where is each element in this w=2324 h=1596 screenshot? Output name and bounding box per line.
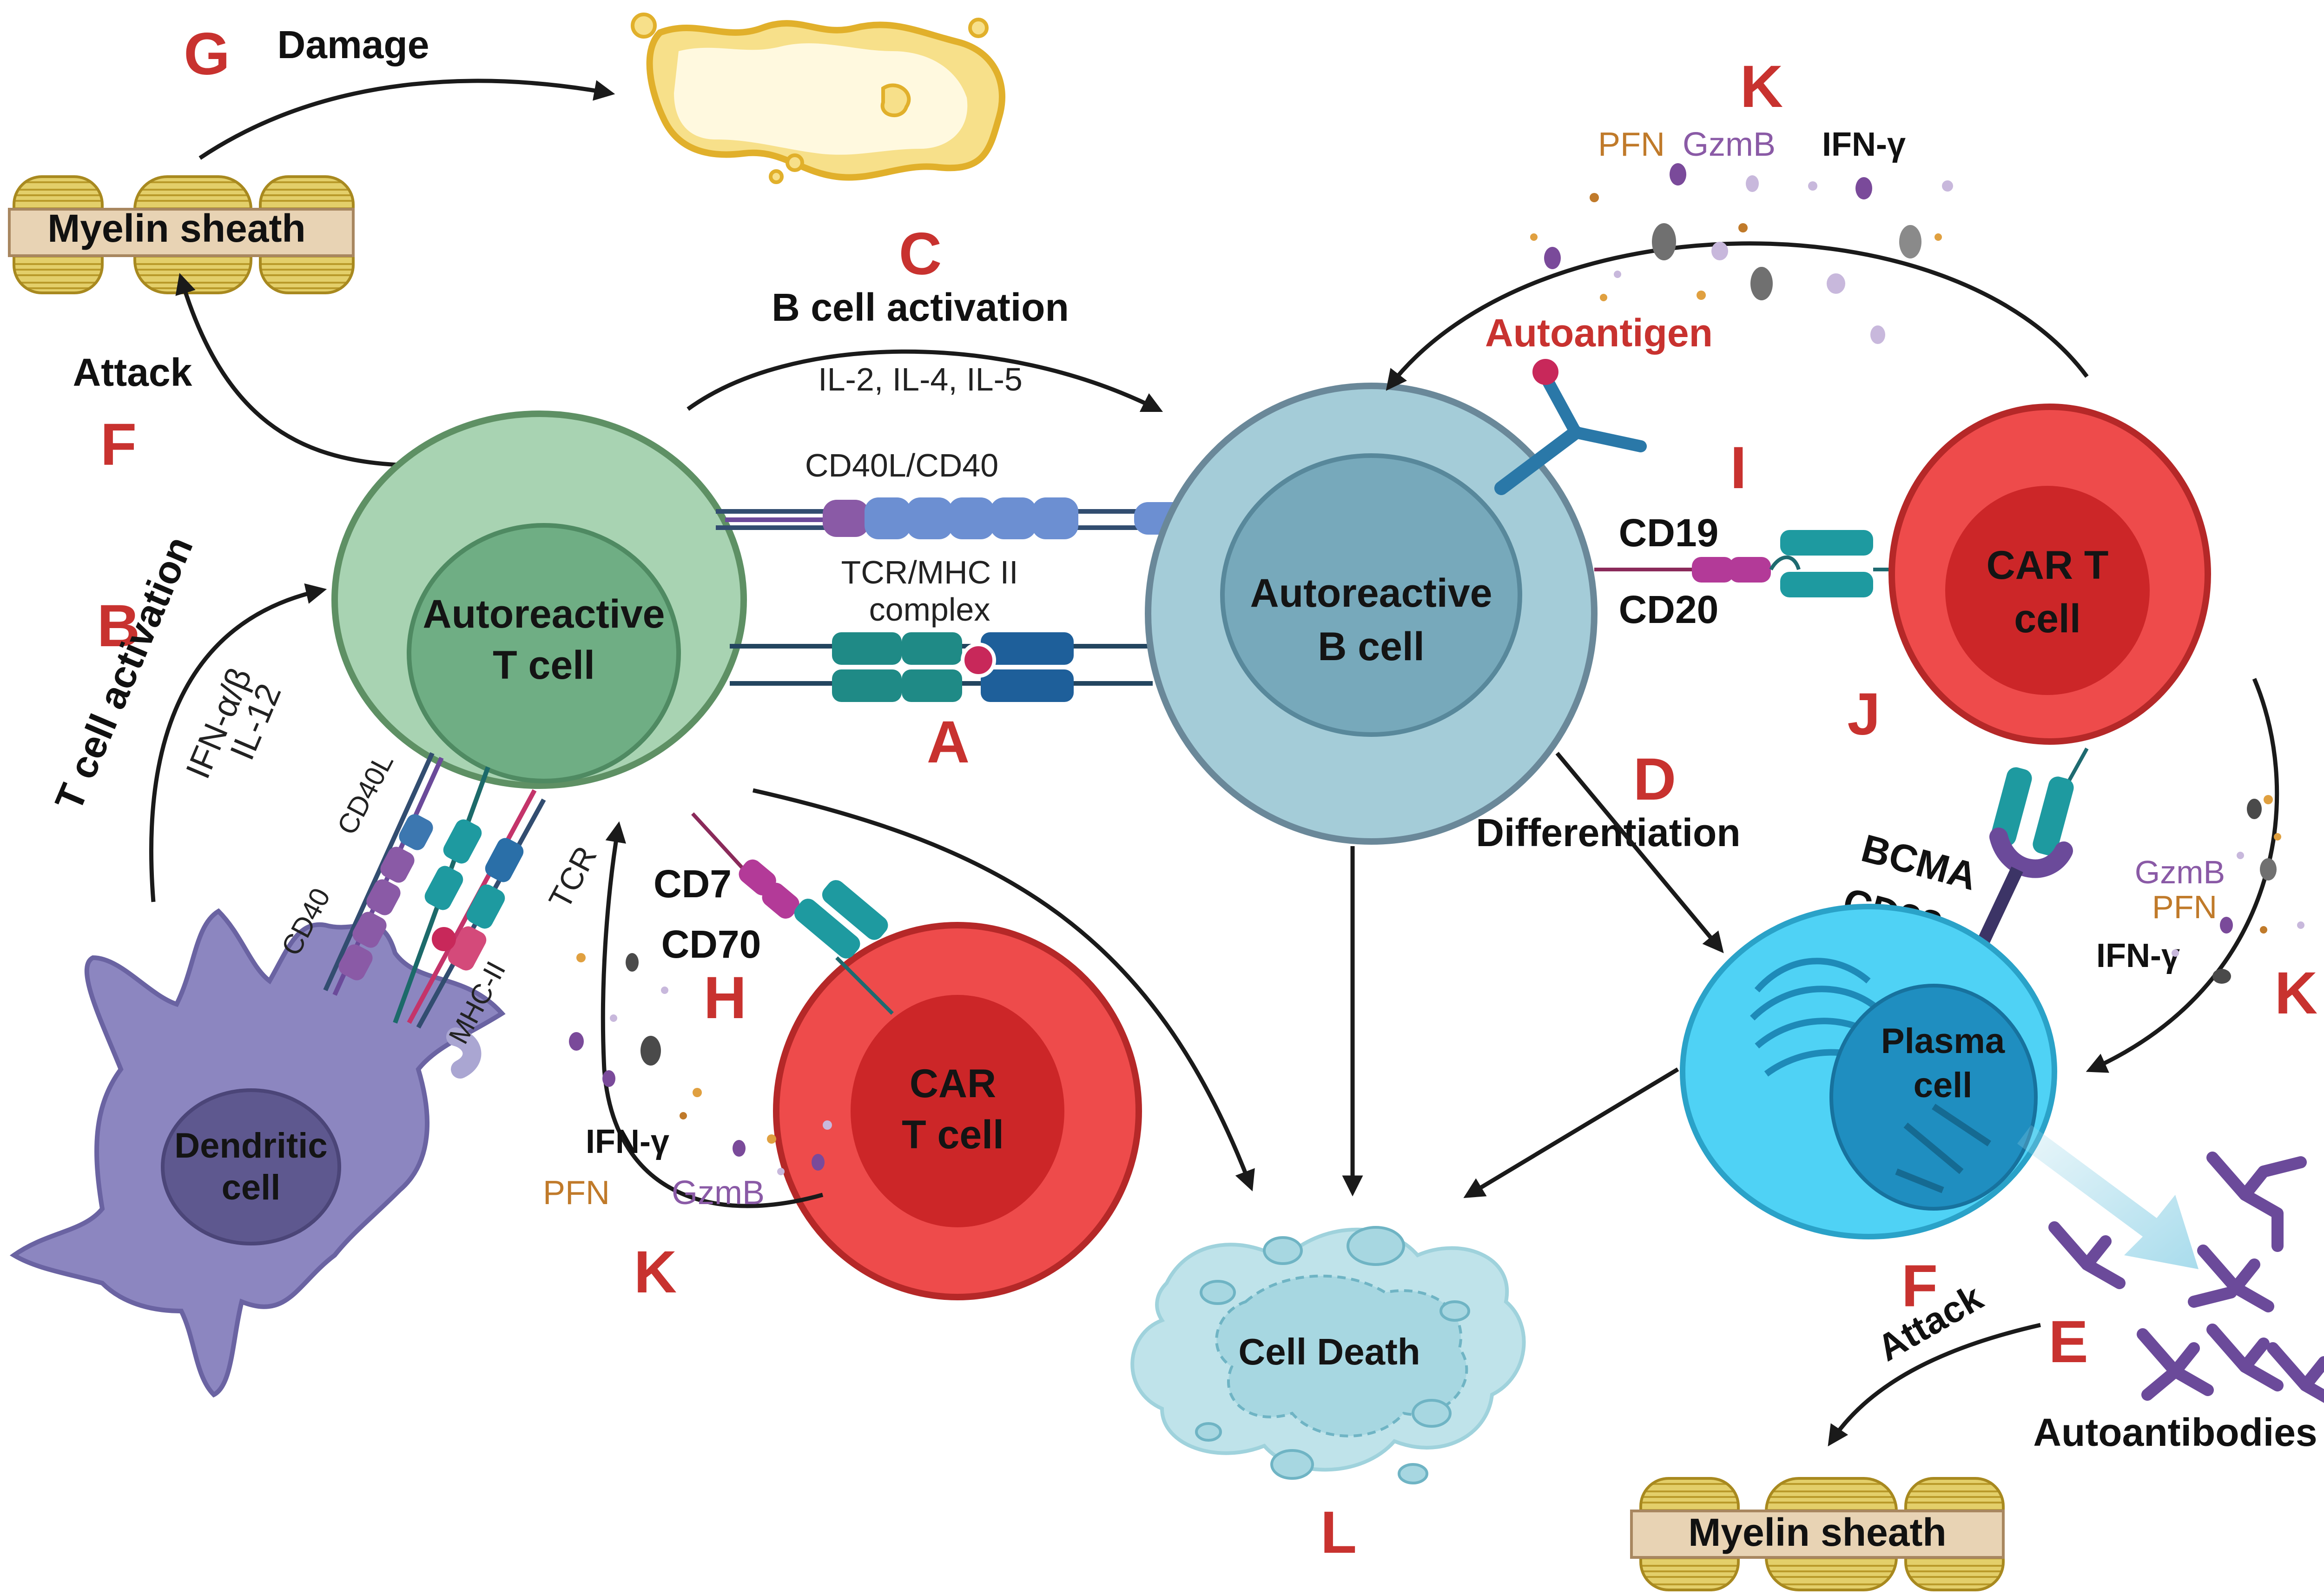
autoantibodies-icon xyxy=(2048,1152,2324,1403)
plasma-to-death-arrow xyxy=(1463,1067,1679,1198)
autoantibodies-label: Autoantibodies xyxy=(2033,1411,2317,1454)
autoreactive-b-cell-label-1: Autoreactive xyxy=(1250,571,1492,616)
differentiation-label: Differentiation xyxy=(1476,811,1740,854)
dendritic-cell-label-1: Dendritic xyxy=(174,1126,327,1166)
panel-letter-a: A xyxy=(927,709,970,775)
autoantigen-label: Autoantigen xyxy=(1485,311,1713,355)
gzmb-left-label: GzmB xyxy=(672,1174,765,1212)
cytokine-left-dots-icon xyxy=(569,953,832,1175)
damage-label: Damage xyxy=(277,23,429,66)
cd40l-cd40-label: CD40L/CD40 xyxy=(805,447,998,483)
car-t-cell-right-label-1: CAR T xyxy=(1987,543,2109,588)
pfn-left-label: PFN xyxy=(543,1174,610,1212)
plasma-cell xyxy=(1680,904,2057,1239)
panel-letter-e: E xyxy=(2048,1309,2088,1375)
ifng-left-label: IFN-γ xyxy=(586,1123,669,1160)
dead-cell-icon xyxy=(1130,1226,1526,1484)
cd70-label: CD70 xyxy=(661,922,761,966)
panel-letter-g: G xyxy=(184,21,230,87)
tcr-label: TCR xyxy=(542,841,604,914)
cd20-label: CD20 xyxy=(1619,588,1719,631)
dc-t-cell-receptors xyxy=(323,752,546,1029)
autoreactive-t-cell-label-1: Autoreactive xyxy=(423,592,665,636)
plasma-cell-label-1: Plasma xyxy=(1881,1021,2005,1061)
car-t-cell-right-nucleus xyxy=(1945,486,2150,695)
car-t-cell-right-label-2: cell xyxy=(2014,596,2080,641)
myelin-sheath-top-label: Myelin sheath xyxy=(47,206,305,250)
cd40l-cd40-receptor-icon xyxy=(716,497,1222,539)
panel-letter-c: C xyxy=(899,221,942,287)
antibody-secretion-arrow xyxy=(2017,1125,2199,1269)
damage-arrow xyxy=(198,79,615,160)
b-cell-activation-label: B cell activation xyxy=(772,285,1069,329)
car-t-to-t-cell-arrow xyxy=(601,821,824,1208)
myelin-sheath-top-icon xyxy=(8,175,355,294)
attack-bottom-arrow xyxy=(1828,1323,2041,1447)
autoreactive-t-cell-label-2: T cell xyxy=(493,643,595,688)
pfn-top-label: PFN xyxy=(1598,126,1665,163)
car-t-to-plasma-arrow xyxy=(2086,678,2279,1073)
ifng-right-label: IFN-γ xyxy=(2096,937,2180,974)
b-cell-activation-arrow xyxy=(687,349,1163,412)
cd19-car-receptor-icon xyxy=(1594,530,1924,597)
cd7-label: CD7 xyxy=(654,862,732,906)
car-t-cell-left-nucleus xyxy=(851,995,1064,1227)
autoreactive-b-cell-nucleus xyxy=(1220,453,1522,737)
panel-letter-d: D xyxy=(1633,746,1676,813)
cytokine-right-dots-icon xyxy=(2172,795,2304,984)
car-t-cell-left-label-1: CAR xyxy=(910,1061,996,1106)
bcma-car-receptor-icon xyxy=(1974,748,2089,951)
panel-letter-k-top: K xyxy=(1740,53,1783,120)
myelin-sheath-bottom-label: Myelin sheath xyxy=(1688,1510,1946,1554)
tcr-mhc-label-1: TCR/MHC II xyxy=(841,554,1018,590)
panel-letter-h: H xyxy=(704,965,746,1031)
cd40l-label: CD40L xyxy=(331,748,399,840)
myelin-sheath-bottom-icon xyxy=(1630,1477,2005,1591)
autoreactive-t-cell-nucleus xyxy=(407,523,681,783)
panel-letter-k-left: K xyxy=(634,1239,677,1305)
attack-top-label: Attack xyxy=(73,351,192,394)
t-cell-to-death-arrow xyxy=(753,788,1255,1192)
bcr-antibody-icon xyxy=(1494,359,1647,495)
cd19-label: CD19 xyxy=(1619,511,1719,555)
tcr-mhc-complex-icon xyxy=(730,632,1153,702)
panel-letter-j: J xyxy=(1847,681,1880,748)
panel-letter-f-top: F xyxy=(100,411,137,478)
pfn-right-label: PFN xyxy=(2152,889,2217,925)
autoreactive-b-cell-label-2: B cell xyxy=(1318,624,1424,669)
attack-top-arrow xyxy=(175,273,400,467)
damaged-myelin-icon xyxy=(631,13,1005,184)
tcr-mhc-label-2: complex xyxy=(869,591,990,628)
gzmb-top-label: GzmB xyxy=(1683,126,1776,163)
dendritic-cell-label-2: cell xyxy=(222,1168,281,1207)
dendritic-cell xyxy=(9,908,506,1398)
panel-letter-k-right: K xyxy=(2275,960,2317,1026)
panel-letter-l: L xyxy=(1320,1499,1357,1566)
panel-letter-f-bottom: F xyxy=(1901,1253,1938,1319)
interleukins-label: IL-2, IL-4, IL-5 xyxy=(818,361,1023,397)
t-cell-activation-label: T cell activation xyxy=(46,530,201,817)
car-t-to-b-cell-arrow xyxy=(1386,241,2089,391)
cytokine-top-dots-icon xyxy=(1530,163,1953,344)
t-cell-activation-arrow xyxy=(149,583,327,902)
gzmb-right-label: GzmB xyxy=(2135,854,2225,890)
plasma-cell-label-2: cell xyxy=(1914,1066,1973,1105)
panel-letter-i: I xyxy=(1730,435,1747,501)
cd7-car-receptor-icon xyxy=(691,812,894,1015)
ifng-top-label: IFN-γ xyxy=(1822,126,1906,163)
car-t-cell-left-label-2: T cell xyxy=(902,1113,1004,1157)
cell-death-label: Cell Death xyxy=(1238,1331,1420,1372)
differentiation-arrow xyxy=(1555,752,1724,954)
panel-letter-b: B xyxy=(97,593,140,659)
